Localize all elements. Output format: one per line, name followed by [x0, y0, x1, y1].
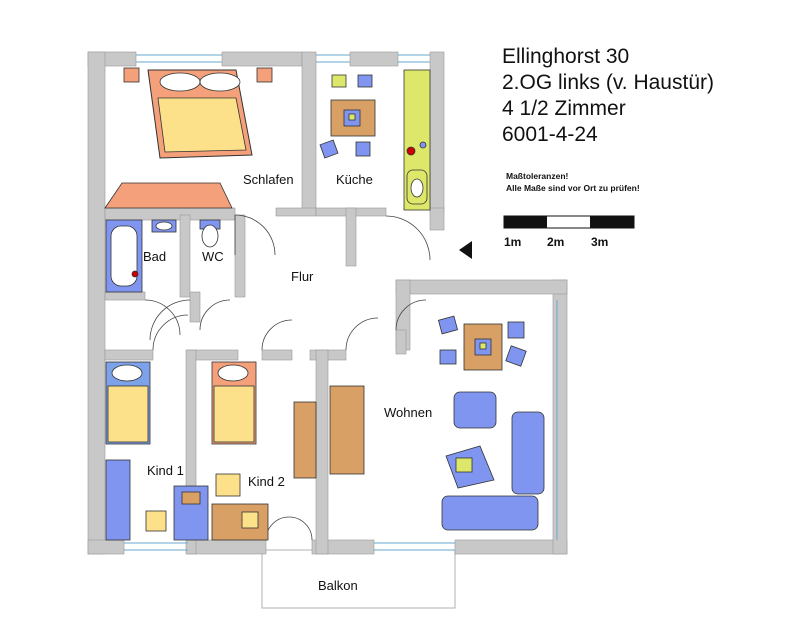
kind1-wardrobe — [105, 459, 131, 541]
room-label-kueche: Küche — [336, 172, 373, 187]
kitchen-dining-set — [319, 74, 376, 159]
windows — [124, 54, 558, 551]
kind1-bed — [105, 361, 151, 445]
kitchen-counter — [403, 69, 431, 211]
kind1-desk — [145, 485, 209, 541]
scale-label-2m: 2m — [547, 235, 564, 249]
kind2-bed — [211, 361, 257, 445]
tolerance-note-line-2: Alle Maße sind vor Ort zu prüfen! — [506, 183, 640, 193]
kind2-desk — [211, 473, 269, 541]
room-label-balkon: Balkon — [318, 578, 358, 593]
object-number: 6001-4-24 — [502, 123, 598, 146]
floor-location: 2.OG links (v. Haustür) — [502, 71, 714, 94]
door-swings — [144, 214, 431, 541]
room-label-kind2: Kind 2 — [248, 474, 285, 489]
bathtub — [105, 219, 143, 293]
room-count: 4 1/2 Zimmer — [502, 97, 626, 120]
room-label-wohnen: Wohnen — [384, 405, 432, 420]
walls — [87, 51, 568, 555]
scale-label-1m: 1m — [504, 235, 521, 249]
scale-label-3m: 3m — [591, 235, 608, 249]
scale-bar: 1m 2m 3m — [503, 215, 635, 249]
living-sideboard — [329, 385, 365, 475]
sink — [151, 219, 177, 233]
room-label-wc: WC — [202, 249, 224, 264]
room-label-bad: Bad — [143, 249, 166, 264]
room-label-kind1: Kind 1 — [147, 463, 184, 478]
tolerance-note-line-1: Maßtoleranzen! — [506, 171, 569, 181]
property-info: Ellinghorst 30 2.OG links (v. Haustür) 4… — [502, 44, 714, 148]
balcony-outline — [261, 549, 456, 609]
room-label-schlafen: Schlafen — [243, 172, 294, 187]
kind2-wardrobe — [293, 401, 317, 479]
tolerance-note: Maßtoleranzen! Alle Maße sind vor Ort zu… — [506, 170, 640, 194]
bedroom-wardrobe — [104, 182, 233, 209]
entrance-arrow-icon — [459, 241, 472, 259]
living-dining-set — [437, 315, 527, 371]
double-bed — [123, 67, 273, 159]
toilet — [199, 219, 221, 248]
living-sofa-group — [441, 391, 545, 531]
room-label-flur: Flur — [291, 269, 314, 284]
address-title: Ellinghorst 30 — [502, 45, 630, 68]
